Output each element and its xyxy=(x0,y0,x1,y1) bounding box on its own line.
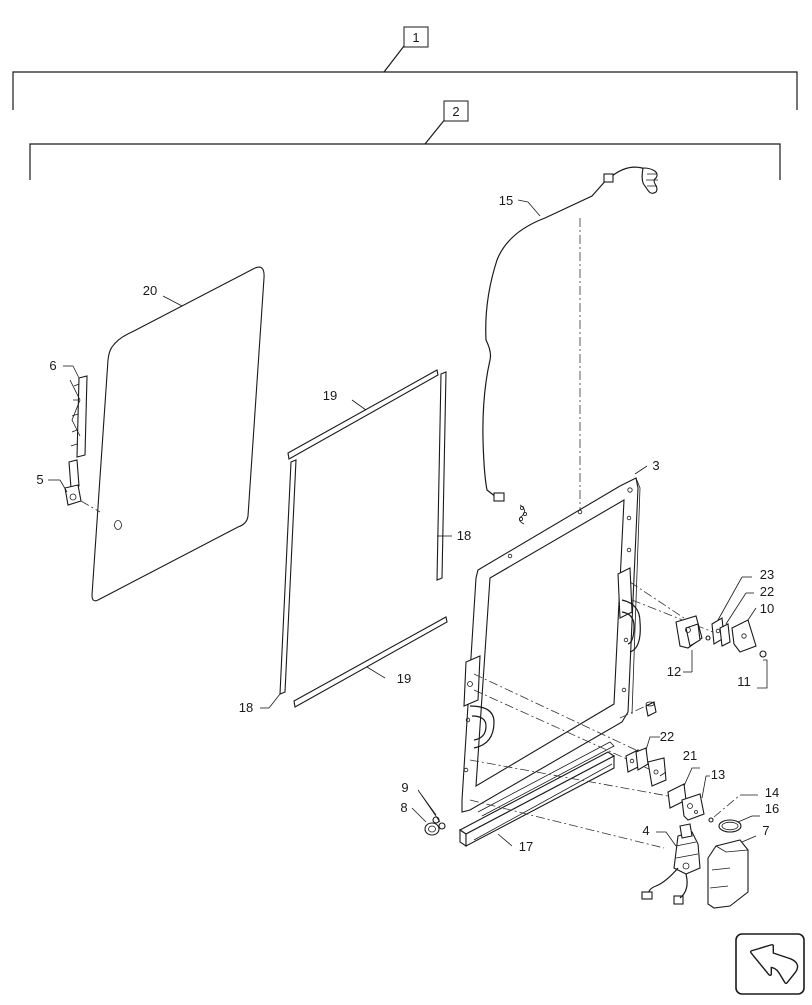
wiper-arm: 5 xyxy=(36,459,101,513)
seal-right: 18 xyxy=(436,371,471,581)
callout-6: 6 xyxy=(49,358,56,373)
seal-top: 19 xyxy=(287,369,439,460)
seal-bottom: 19 xyxy=(293,616,448,708)
bracket-upper: 10 xyxy=(731,601,774,653)
callout-4: 4 xyxy=(642,823,649,838)
hinge-upper: 12 xyxy=(667,615,703,679)
callout-5: 5 xyxy=(36,472,43,487)
hinge-lower: 13 xyxy=(681,767,725,821)
callout-12: 12 xyxy=(667,664,681,679)
wiper-motor: 4 xyxy=(641,823,701,905)
callout-17: 17 xyxy=(519,839,533,854)
seal-left: 18 xyxy=(239,459,297,715)
callout-3: 3 xyxy=(652,458,659,473)
callout-13: 13 xyxy=(711,767,725,782)
o-ring: 16 xyxy=(718,801,779,833)
wiper-blade: 6 xyxy=(49,358,88,458)
bolt-upper: 11 xyxy=(737,650,768,689)
callout-8: 8 xyxy=(400,800,407,815)
screws: 9 xyxy=(401,780,446,830)
grommet: 8 xyxy=(400,800,440,836)
navigation-arrow-icon[interactable] xyxy=(735,933,805,995)
shim-lower: 22 xyxy=(625,729,674,773)
callout-9: 9 xyxy=(401,780,408,795)
assembly-bracket-2: 2 xyxy=(29,100,781,180)
bolt-frame-lower xyxy=(645,701,657,717)
shim-upper-b: 22 xyxy=(719,584,774,647)
callout-22-lower: 22 xyxy=(660,729,674,744)
callout-19-top: 19 xyxy=(323,388,337,403)
shim-lower-c: 21 xyxy=(667,748,700,809)
callout-15: 15 xyxy=(499,193,513,208)
bolt-lower: 14 xyxy=(708,785,779,823)
callout-7: 7 xyxy=(762,823,769,838)
door-frame: 3 xyxy=(461,458,660,813)
nut-upper xyxy=(705,635,711,641)
door-glass: 20 xyxy=(91,266,265,602)
assembly-bracket-1: 1 xyxy=(12,26,798,110)
callout-14: 14 xyxy=(765,785,779,800)
callout-1: 1 xyxy=(412,30,419,45)
callout-16: 16 xyxy=(765,801,779,816)
callout-18-right: 18 xyxy=(457,528,471,543)
bracket-lower xyxy=(647,757,667,787)
callout-11: 11 xyxy=(737,674,751,689)
callout-22-upper: 22 xyxy=(760,584,774,599)
callout-21: 21 xyxy=(683,748,697,763)
callout-18-left: 18 xyxy=(239,700,253,715)
callout-19-bottom: 19 xyxy=(397,671,411,686)
callout-10: 10 xyxy=(760,601,774,616)
washer-reservoir: 7 xyxy=(707,823,770,909)
wiring-harness: 15 xyxy=(482,166,658,525)
callout-23: 23 xyxy=(760,567,774,582)
callout-2: 2 xyxy=(452,104,459,119)
callout-20: 20 xyxy=(143,283,157,298)
bottom-sill: 17 xyxy=(458,741,616,854)
